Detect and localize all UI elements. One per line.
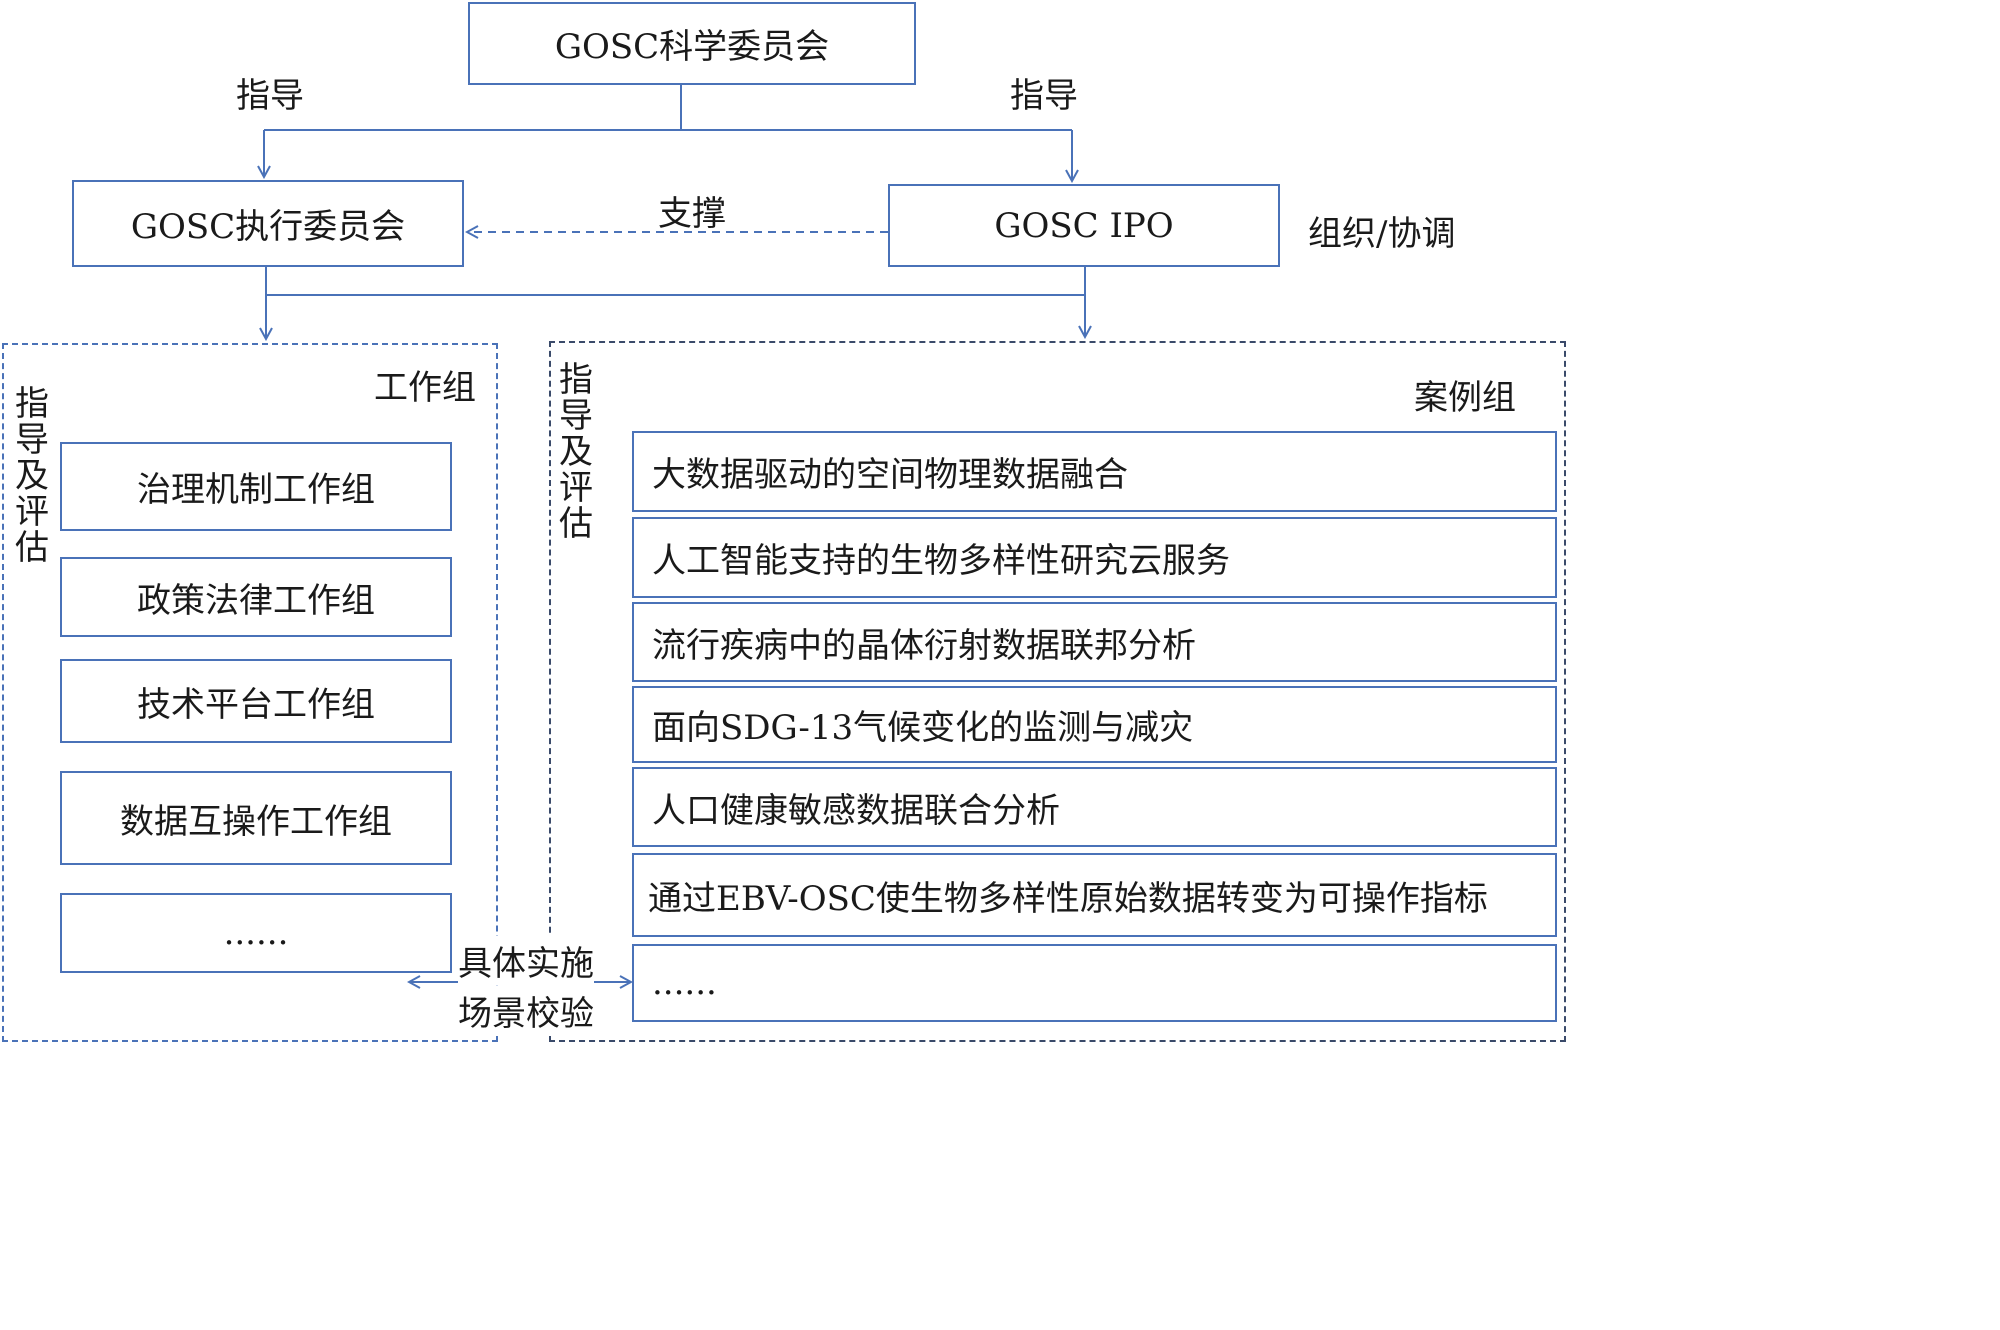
- working-group-title: 工作组: [374, 368, 476, 408]
- group-connector: [266, 267, 1085, 338]
- case-group-item: 人工智能支持的生物多样性研究云服务: [632, 517, 1557, 598]
- ipo-label: GOSC IPO: [994, 205, 1174, 246]
- working-group-item: 政策法律工作组: [60, 557, 452, 637]
- working-group-item: ......: [60, 893, 452, 973]
- exec-committee-node: GOSC执行委员会: [72, 180, 464, 267]
- working-group-item: 数据互操作工作组: [60, 771, 452, 865]
- guide-right-label: 指导: [1010, 76, 1078, 116]
- case-group-item: 面向SDG-13气候变化的监测与减灾: [632, 686, 1557, 763]
- bridge-label-validation: 场景校验: [458, 986, 594, 1035]
- case-group-item: 人口健康敏感数据联合分析: [632, 767, 1557, 847]
- working-group-side-label: 指导及评估: [15, 384, 49, 568]
- ipo-node: GOSC IPO: [888, 184, 1280, 267]
- working-group-item: 治理机制工作组: [60, 442, 452, 531]
- case-group-frame: [549, 341, 1566, 1042]
- guide-left-label: 指导: [236, 76, 304, 116]
- case-group-item: ......: [632, 944, 1557, 1022]
- ipo-side-label: 组织/协调: [1308, 214, 1456, 254]
- case-group-side-label: 指导及评估: [559, 360, 593, 544]
- science-committee-label: GOSC科学委员会: [554, 27, 830, 67]
- working-group-item: 技术平台工作组: [60, 659, 452, 743]
- exec-committee-label: GOSC执行委员会: [130, 207, 406, 247]
- case-group-title: 案例组: [1414, 378, 1516, 418]
- bridge-label-implementation: 具体实施: [458, 936, 594, 985]
- science-committee-node: GOSC科学委员会: [468, 2, 916, 85]
- guide-connector: [264, 84, 1072, 180]
- working-group-frame: [2, 343, 498, 1042]
- case-group-item: 通过EBV-OSC使生物多样性原始数据转变为可操作指标: [632, 853, 1557, 937]
- case-group-item: 流行疾病中的晶体衍射数据联邦分析: [632, 602, 1557, 682]
- support-label: 支撑: [658, 194, 726, 234]
- case-group-item: 大数据驱动的空间物理数据融合: [632, 431, 1557, 512]
